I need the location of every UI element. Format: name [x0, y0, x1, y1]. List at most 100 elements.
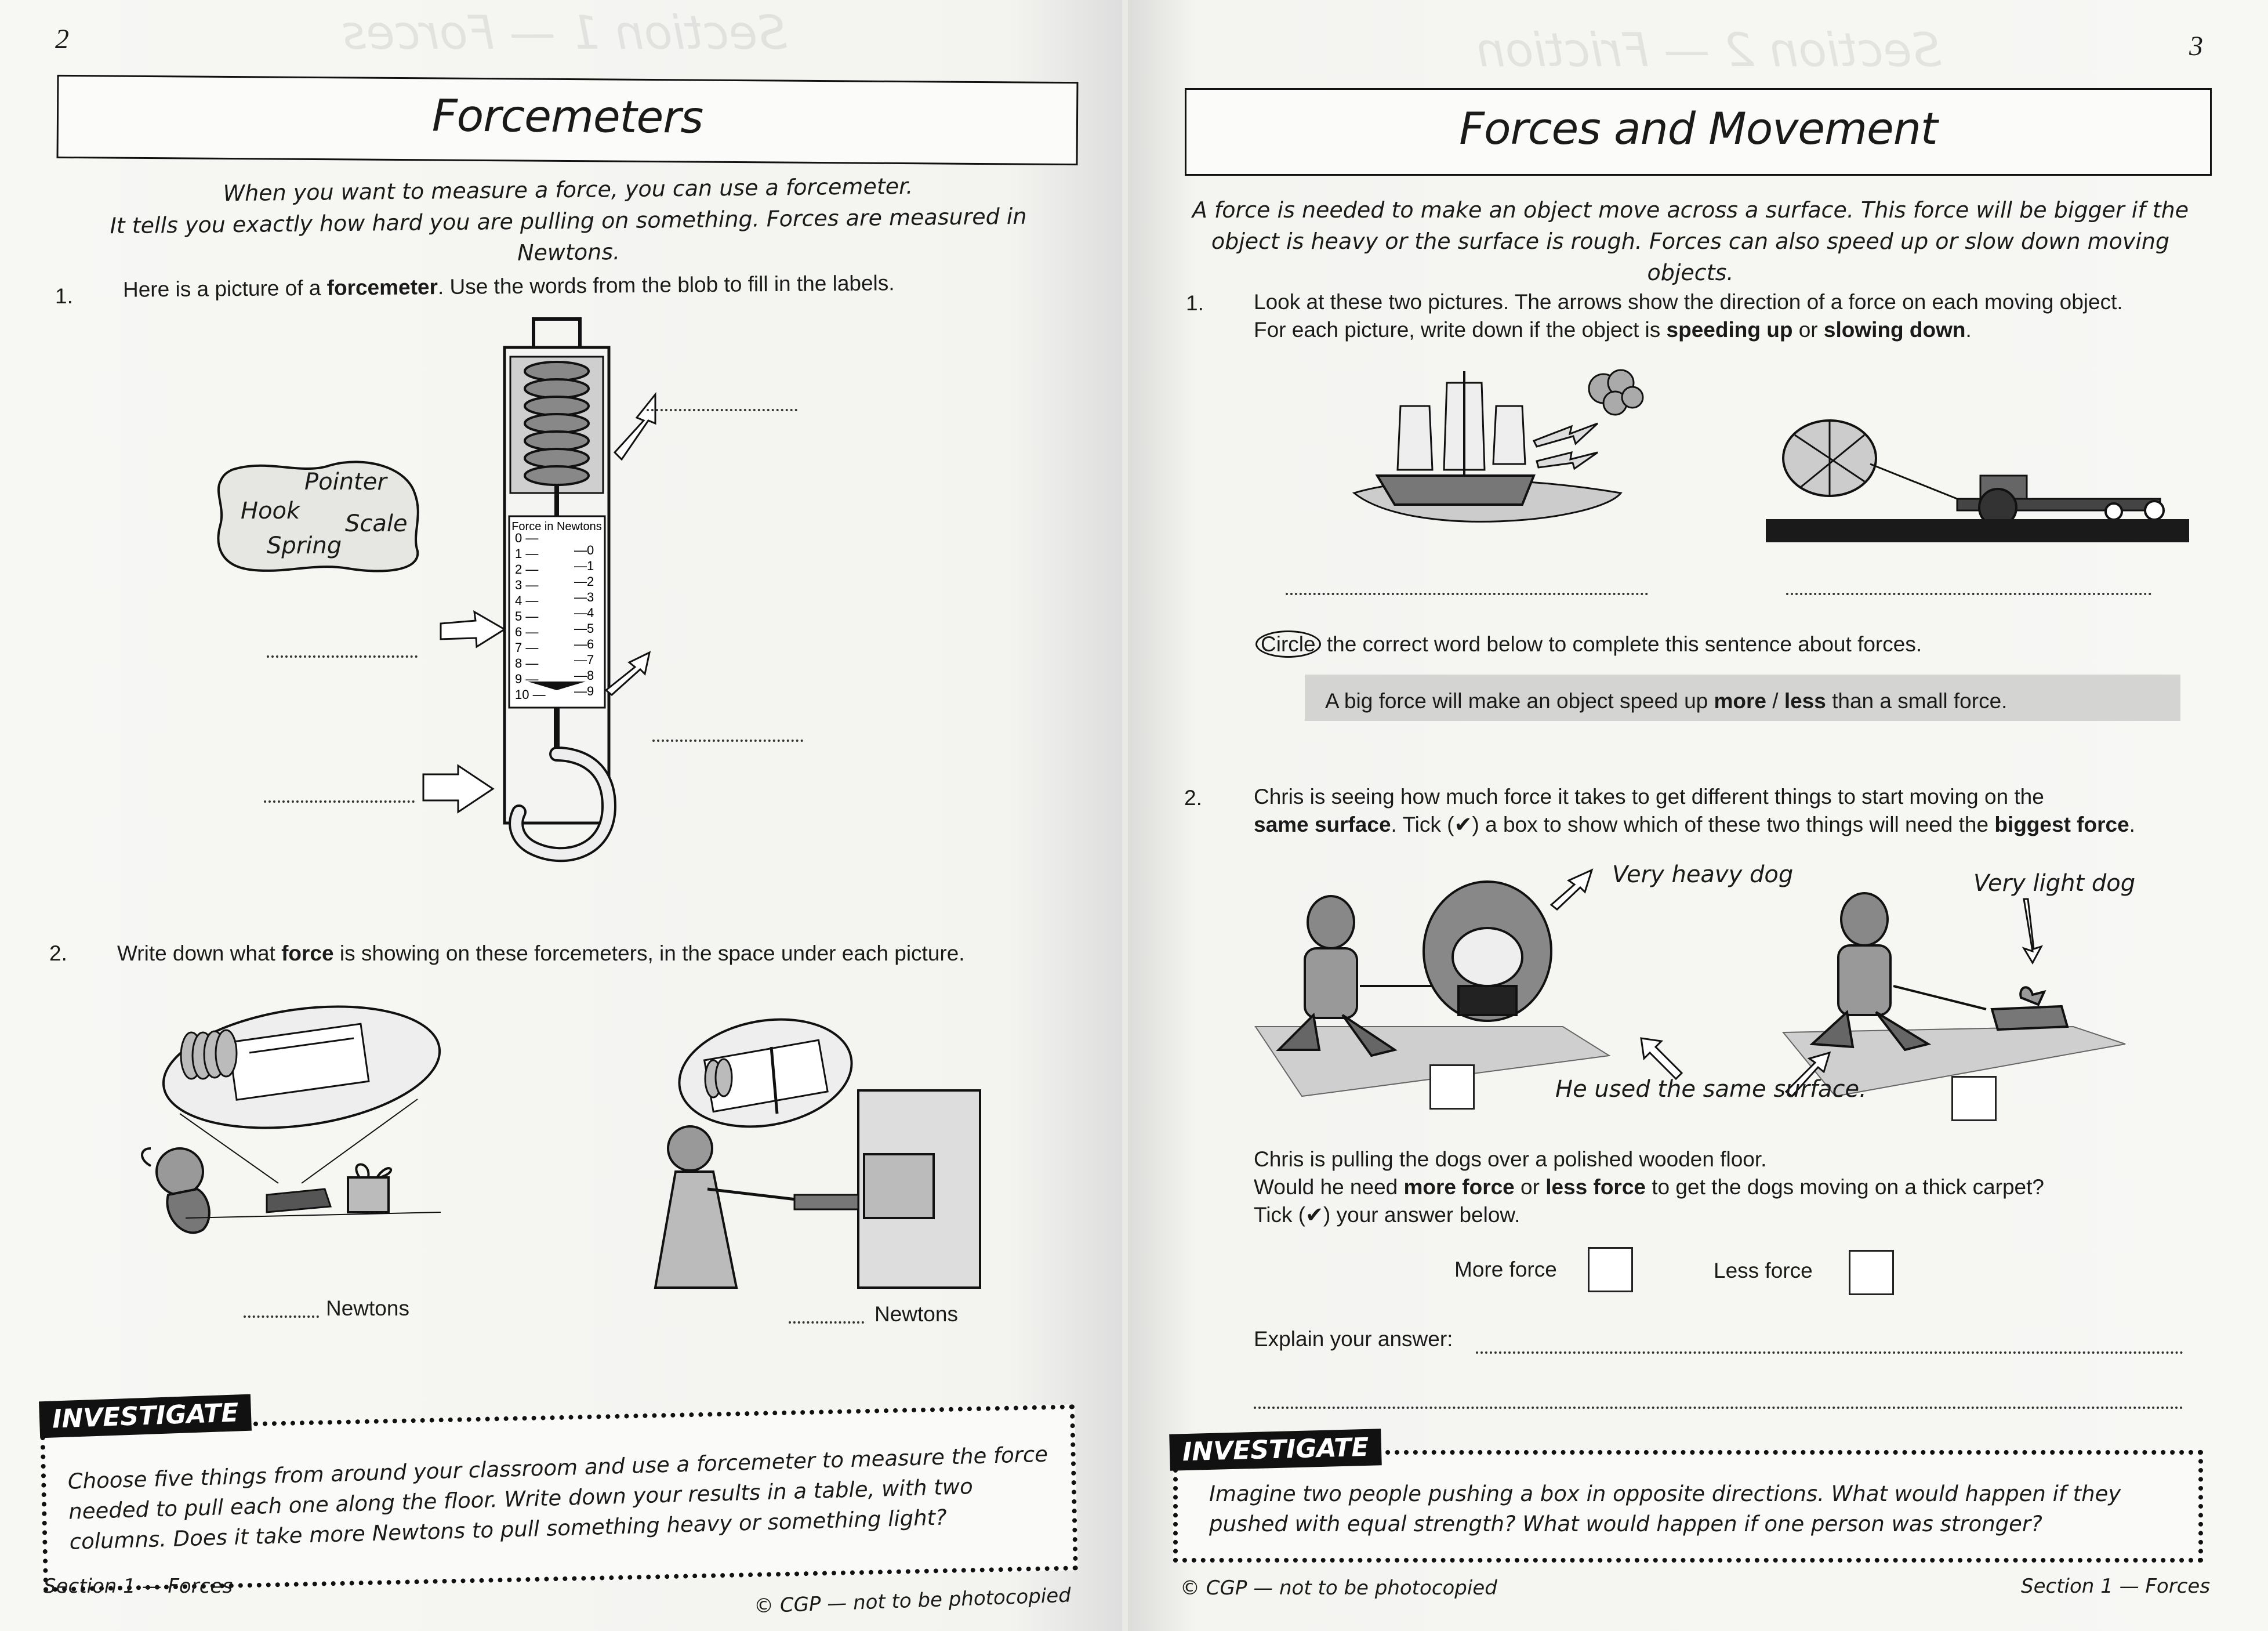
scale-number-left: 7 — — [515, 640, 538, 655]
chris-figure-right — [1809, 892, 1932, 1052]
explain-answer-line-2[interactable] — [1254, 1407, 2183, 1409]
option-more[interactable]: more — [1714, 689, 1766, 713]
investigate-text: Imagine two people pushing a box in oppo… — [1209, 1481, 2121, 1536]
answer-line-reading-b — [789, 1321, 864, 1324]
question-1-text: Look at these two pictures. The arrows s… — [1254, 288, 2123, 344]
scale-number-left: 2 — — [515, 562, 538, 577]
label-very-heavy-dog: Very heavy dog — [1612, 861, 1794, 888]
pointer — [528, 682, 586, 690]
picture-sailing-ship — [1352, 369, 1644, 523]
question-2-text: Chris is seeing how much force it takes … — [1254, 783, 2135, 839]
intro-line-2: object is heavy or the surface is rough.… — [1211, 229, 2170, 285]
less-force-label: Less force — [1714, 1259, 1813, 1282]
light-dog — [1990, 986, 2069, 1031]
polished-line-2: Would he need more force or less force t… — [1254, 1175, 2044, 1199]
intro-text: A force is needed to make an object move… — [1169, 194, 2212, 288]
scale-number-left: 8 — — [515, 656, 538, 670]
question-number: 1. — [1186, 291, 1204, 315]
arrow-spring-label — [613, 392, 656, 461]
page-number: 2 — [55, 24, 69, 55]
scale-title: Force in Newtons — [511, 520, 602, 533]
bleed-through-header: Section 2 — Friction — [1476, 23, 1942, 77]
scale-number-right: —6 — [574, 637, 594, 651]
picture-dragster-parachute — [1766, 419, 2189, 542]
tick-box-more-force[interactable] — [1588, 1247, 1633, 1292]
arrow-heavy-dog — [1550, 868, 1594, 911]
question-1-line-2: For each picture, write down if the obje… — [1254, 318, 1972, 342]
scale-number-right: —4 — [574, 606, 594, 620]
intro-text: When you want to measure a force, you ca… — [75, 169, 1062, 273]
arrow-scale-label — [440, 610, 506, 648]
chris-figure-left — [1276, 895, 1398, 1057]
scale-number-left: 5 — — [515, 609, 538, 624]
investigate-tag: INVESTIGATE — [39, 1394, 252, 1438]
scale-number-right: —5 — [574, 621, 594, 636]
label-same-surface: He used the same surface. — [1555, 1076, 1867, 1103]
tick-box-light-dog[interactable] — [1951, 1076, 1997, 1121]
bleed-through-header: Section 1 — Forces — [342, 6, 788, 60]
blob-word-pointer: Pointer — [304, 469, 387, 495]
word-blob: Pointer Hook Scale Spring — [215, 458, 423, 574]
scale-number-left: 3 — — [515, 578, 538, 592]
question-2-line-2: same surface. Tick (✔) a box to show whi… — [1254, 813, 2135, 836]
page-title: Forces and Movement — [1459, 103, 1937, 154]
blob-word-spring: Spring — [267, 532, 342, 559]
scale-number-left: 6 — — [515, 625, 538, 639]
heavy-dog — [1423, 880, 1552, 1022]
question-2-line-1: Chris is seeing how much force it takes … — [1254, 785, 2044, 809]
scale-number-right: —9 — [574, 684, 594, 698]
explain-answer-line-1[interactable] — [1476, 1351, 2183, 1354]
footer-section: Section 1 — Forces — [2021, 1575, 2211, 1598]
scale-number-right: —3 — [574, 590, 594, 604]
more-force-label: More force — [1454, 1257, 1557, 1281]
tick-box-heavy-dog[interactable] — [1429, 1064, 1475, 1110]
intro-line-2: It tells you exactly how hard you are pu… — [110, 203, 1027, 266]
arrow-pointer-label — [604, 651, 651, 696]
arrow-light-dog — [2022, 898, 2044, 965]
investigate-tag: INVESTIGATE — [1169, 1429, 1382, 1471]
tick-box-less-force[interactable] — [1849, 1250, 1894, 1295]
title-box: Forcemeters — [56, 74, 1079, 166]
footer-copyright: © CGP — not to be photocopied — [1180, 1576, 1497, 1600]
question-number: 2. — [49, 941, 67, 965]
circle-instruction: Circle the correct word below to complet… — [1255, 630, 1922, 658]
label-very-light-dog: Very light dog — [1973, 870, 2136, 897]
arrow-surface-left — [1640, 1037, 1683, 1081]
answer-line-dragster — [1786, 593, 2151, 595]
option-less[interactable]: less — [1784, 689, 1826, 713]
title-box: Forces and Movement — [1185, 88, 2212, 176]
blob-word-hook: Hook — [241, 498, 300, 524]
scale-number-left: 0 — — [515, 531, 538, 545]
polished-line-1: Chris is pulling the dogs over a polishe… — [1254, 1147, 1767, 1171]
scale-number-right: —0 — [574, 543, 594, 557]
intro-line-1: A force is needed to make an object move… — [1192, 197, 2189, 223]
arrow-surface-right — [1784, 1051, 1831, 1098]
blob-shape — [217, 461, 419, 572]
footer-copyright: © CGP — not to be photocopied — [753, 1583, 1072, 1618]
scene-man-pulling-drawer — [654, 1018, 981, 1289]
page-title: Forcemeters — [431, 89, 703, 143]
question-2-text: Write down what force is showing on thes… — [117, 941, 965, 965]
spring-coils — [509, 356, 604, 679]
polished-floor-question: Chris is pulling the dogs over a polishe… — [1254, 1146, 2044, 1229]
circle-word: Circle — [1255, 630, 1321, 658]
question-1-line-1: Look at these two pictures. The arrows s… — [1254, 290, 2123, 314]
newtons-label-b: Newtons — [874, 1302, 958, 1326]
answer-line-spring — [647, 409, 797, 411]
polished-line-3: Tick (✔) your answer below. — [1254, 1203, 1521, 1227]
forcemeter-diagram: Force in Newtons 0 —1 —2 —3 —4 —5 —6 —7 … — [422, 317, 656, 862]
answer-line-hook — [264, 800, 415, 803]
investigate-box — [1173, 1450, 2203, 1563]
scale-number-left: 1 — — [515, 546, 538, 561]
scale-number-right: —7 — [574, 653, 594, 667]
newtons-label-a: Newtons — [326, 1296, 409, 1320]
sentence-box — [1305, 675, 2180, 721]
question-1-text: Here is a picture of a forcemeter. Use t… — [122, 271, 895, 302]
scale-number-right: —8 — [574, 668, 594, 683]
sentence-text: A big force will make an object speed up… — [1325, 689, 2008, 713]
answer-line-ship — [1286, 593, 1648, 595]
scale-number-right: —1 — [574, 559, 594, 573]
left-page: Section 1 — Forces 2 Forcemeters When yo… — [0, 0, 1122, 1631]
question-number: 2. — [1184, 786, 1202, 810]
page-number: 3 — [2189, 31, 2203, 61]
